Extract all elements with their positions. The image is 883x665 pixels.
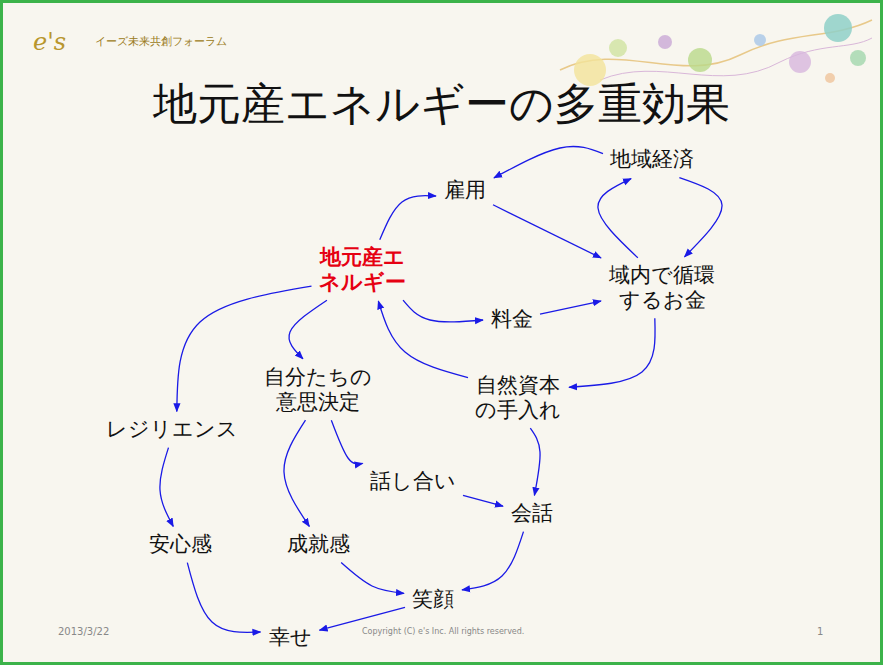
effect-node: 幸せ bbox=[265, 623, 316, 652]
node-text: 料金 bbox=[491, 307, 533, 332]
effect-node: 料金 bbox=[487, 305, 537, 334]
node-text: 地域経済 bbox=[610, 147, 694, 172]
node-text: 話し合い bbox=[370, 469, 456, 494]
effect-node: 雇用 bbox=[440, 176, 490, 205]
copyright-note: Copyright (C) e's Inc. All rights reserv… bbox=[362, 627, 524, 636]
effect-arrow bbox=[598, 179, 638, 258]
effect-arrow bbox=[187, 563, 260, 633]
effect-arrow bbox=[403, 300, 483, 322]
effect-arrow bbox=[493, 205, 601, 258]
deco-dot bbox=[850, 50, 866, 66]
effect-arrow bbox=[462, 532, 523, 590]
effect-arrow bbox=[341, 563, 404, 594]
deco-dot bbox=[825, 73, 835, 83]
node-text: 雇用 bbox=[444, 178, 486, 203]
effect-node: 自分たちの 意思決定 bbox=[260, 363, 376, 417]
effect-node: 話し合い bbox=[366, 467, 460, 496]
page-number: 1 bbox=[817, 626, 823, 637]
effect-arrow bbox=[331, 420, 362, 464]
effect-node: レジリエンス bbox=[102, 415, 242, 444]
effect-node: 自然資本 の手入れ bbox=[471, 371, 565, 425]
effect-node: 地域経済 bbox=[606, 145, 698, 174]
effect-node: 安心感 bbox=[145, 530, 216, 559]
node-text: 地元産エ ネルギー bbox=[319, 245, 406, 295]
node-text: 自然資本 の手入れ bbox=[475, 373, 561, 423]
deco-dot bbox=[658, 35, 672, 49]
effect-arrow bbox=[378, 301, 468, 377]
effect-node: 域内で循環 するお金 bbox=[605, 261, 719, 315]
effect-arrow bbox=[320, 607, 406, 630]
deco-dot bbox=[688, 48, 712, 72]
forum-name: イーズ未来共創フォーラム bbox=[95, 34, 227, 49]
core-concept: 地元産エ ネルギー bbox=[315, 243, 410, 297]
effect-arrow bbox=[494, 146, 603, 177]
node-text: 域内で循環 するお金 bbox=[609, 263, 715, 313]
effect-arrow bbox=[569, 318, 655, 387]
slide-title: 地元産エネルギーの多重効果 bbox=[153, 75, 730, 134]
node-text: 笑顔 bbox=[412, 587, 454, 612]
effect-node: 成就感 bbox=[283, 530, 354, 559]
deco-dot bbox=[754, 34, 766, 46]
effect-node: 笑顔 bbox=[408, 585, 458, 614]
effect-arrow bbox=[380, 196, 436, 240]
node-text: 幸せ bbox=[269, 625, 312, 650]
effect-arrow bbox=[284, 420, 309, 526]
node-text: 成就感 bbox=[287, 532, 350, 557]
effect-arrow bbox=[540, 301, 601, 314]
logo-mark: e's bbox=[33, 28, 66, 56]
node-text: 会話 bbox=[511, 501, 553, 526]
deco-dot bbox=[824, 14, 852, 42]
effect-arrow bbox=[530, 428, 540, 495]
effect-node: 会話 bbox=[507, 499, 557, 528]
effect-arrow bbox=[160, 448, 173, 527]
node-text: レジリエンス bbox=[106, 417, 238, 442]
effect-arrow bbox=[679, 178, 722, 257]
effect-arrow bbox=[289, 300, 327, 359]
slide-date: 2013/3/22 bbox=[58, 626, 109, 637]
deco-dot bbox=[609, 39, 627, 57]
deco-dot bbox=[789, 51, 811, 73]
node-text: 安心感 bbox=[149, 532, 212, 557]
effect-arrow bbox=[463, 495, 503, 506]
node-text: 自分たちの 意思決定 bbox=[264, 365, 372, 415]
